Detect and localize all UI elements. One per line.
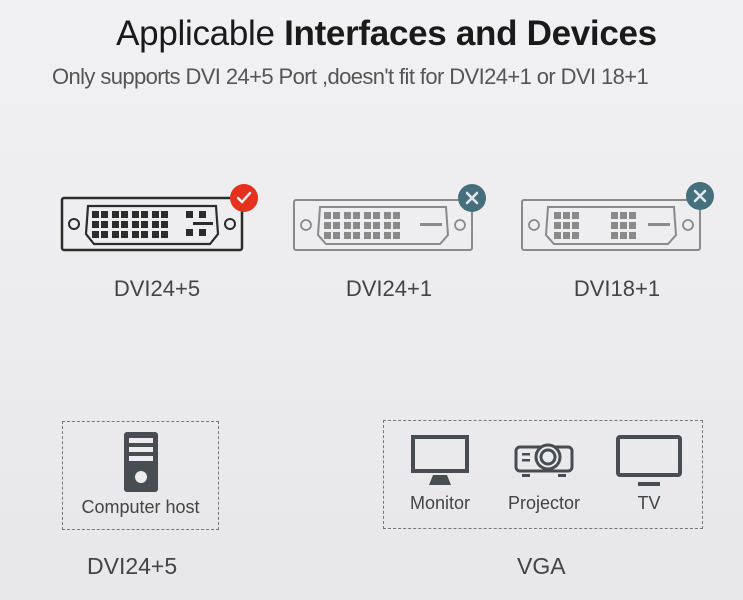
device-label: Computer host bbox=[81, 497, 200, 517]
device-projector: Projector bbox=[498, 439, 590, 514]
connector-dvi24-1 bbox=[292, 184, 486, 252]
device-label: Monitor bbox=[409, 493, 471, 513]
x-icon bbox=[693, 189, 707, 203]
dvi-18-1-port-icon bbox=[521, 199, 701, 251]
connector-label: DVI18+1 bbox=[573, 276, 661, 301]
monitor-icon bbox=[411, 435, 469, 485]
source-interface-label: DVI24+5 bbox=[87, 553, 178, 579]
not-supported-badge bbox=[458, 184, 486, 212]
page-subtitle: Only supports DVI 24+5 Port ,doesn't fit… bbox=[52, 64, 649, 89]
source-device-box: Computer host bbox=[62, 421, 219, 530]
connector-dvi24-5 bbox=[60, 184, 258, 252]
target-interface-label: VGA bbox=[517, 553, 566, 579]
device-label: TV bbox=[637, 493, 661, 513]
page-title: Applicable Interfaces and Devices bbox=[0, 14, 743, 54]
computer-tower-icon bbox=[123, 432, 158, 492]
connector-dvi18-1 bbox=[520, 182, 714, 252]
device-computer-host: Computer host bbox=[63, 432, 218, 518]
projector-icon bbox=[514, 443, 574, 477]
target-devices-box: Monitor Projector TV bbox=[383, 420, 703, 529]
title-light: Applicable bbox=[116, 14, 275, 53]
connector-label: DVI24+1 bbox=[345, 276, 433, 301]
device-monitor: Monitor bbox=[396, 435, 484, 514]
title-bold: Interfaces and Devices bbox=[284, 14, 657, 53]
x-icon bbox=[465, 191, 479, 205]
not-supported-badge bbox=[686, 182, 714, 210]
device-tv: TV bbox=[606, 435, 692, 514]
check-icon bbox=[236, 191, 252, 204]
device-label: Projector bbox=[507, 493, 581, 513]
supported-badge bbox=[230, 184, 258, 212]
connector-label: DVI24+5 bbox=[113, 276, 201, 301]
dvi-24-1-port-icon bbox=[293, 199, 473, 251]
dvi-24-5-port-icon bbox=[60, 196, 244, 252]
tv-icon bbox=[616, 435, 682, 486]
